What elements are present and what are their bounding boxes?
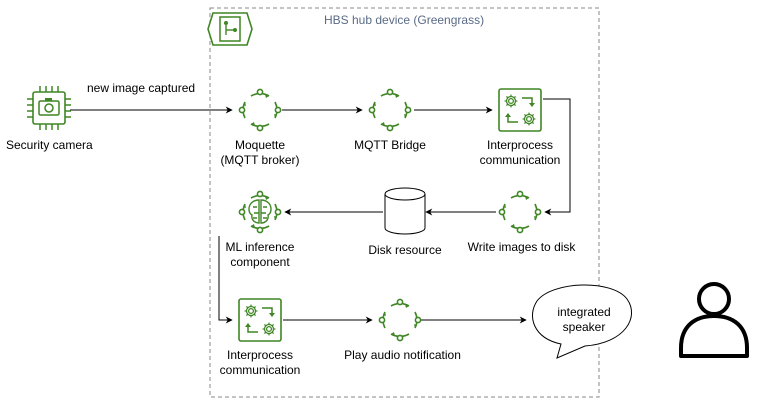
person-icon	[679, 282, 749, 358]
disk-resource-label: Disk resource	[368, 243, 442, 257]
speaker-label: integrated speaker	[544, 305, 624, 335]
ipc-bottom-label-line1: Interprocess	[226, 348, 294, 362]
chip-camera-icon	[27, 86, 71, 130]
camera-label: Security camera	[6, 138, 93, 152]
disk-cylinder-icon	[384, 187, 426, 235]
ipc-bottom-label-line2: communication	[219, 363, 301, 377]
edge-ml-ipc	[218, 236, 233, 324]
speaker-label-line2: speaker	[562, 320, 606, 334]
moquette-label-line1: Moquette	[234, 138, 286, 152]
moquette-label: Moquette (MQTT broker)	[210, 138, 310, 168]
ipc-top-label: Interprocess communication	[470, 138, 570, 168]
speaker-label-line1: integrated	[557, 305, 611, 319]
moquette-cycle-icon	[238, 88, 282, 132]
ml-brain-icon	[238, 190, 282, 234]
moquette-label-line2: (MQTT broker)	[220, 153, 300, 167]
write-images-label: Write images to disk	[467, 240, 576, 254]
edge-label-new-image: new image captured	[87, 81, 196, 95]
edge-ipc-write	[543, 98, 571, 216]
greengrass-group-border	[209, 7, 600, 398]
group-title: HBS hub device (Greengrass)	[324, 13, 485, 27]
play-audio-cycle-icon	[378, 298, 422, 342]
ml-inference-label-line2: component	[230, 255, 290, 269]
play-audio-label: Play audio notification	[344, 348, 461, 362]
ipc-top-gears-icon	[499, 89, 541, 131]
ml-inference-label: ML inference component	[210, 240, 310, 270]
ml-inference-label-line1: ML inference	[225, 240, 295, 254]
connectors	[70, 98, 571, 324]
mqtt-bridge-cycle-icon	[368, 88, 412, 132]
ipc-bottom-label: Interprocess communication	[210, 348, 310, 378]
greengrass-group-icon	[207, 12, 253, 46]
ipc-top-label-line1: Interprocess	[486, 138, 554, 152]
ipc-bottom-gears-icon	[239, 299, 281, 341]
mqtt-bridge-label: MQTT Bridge	[354, 138, 426, 152]
write-images-cycle-icon	[498, 190, 542, 234]
speech-bubble	[532, 284, 632, 359]
ipc-top-label-line2: communication	[479, 153, 561, 167]
